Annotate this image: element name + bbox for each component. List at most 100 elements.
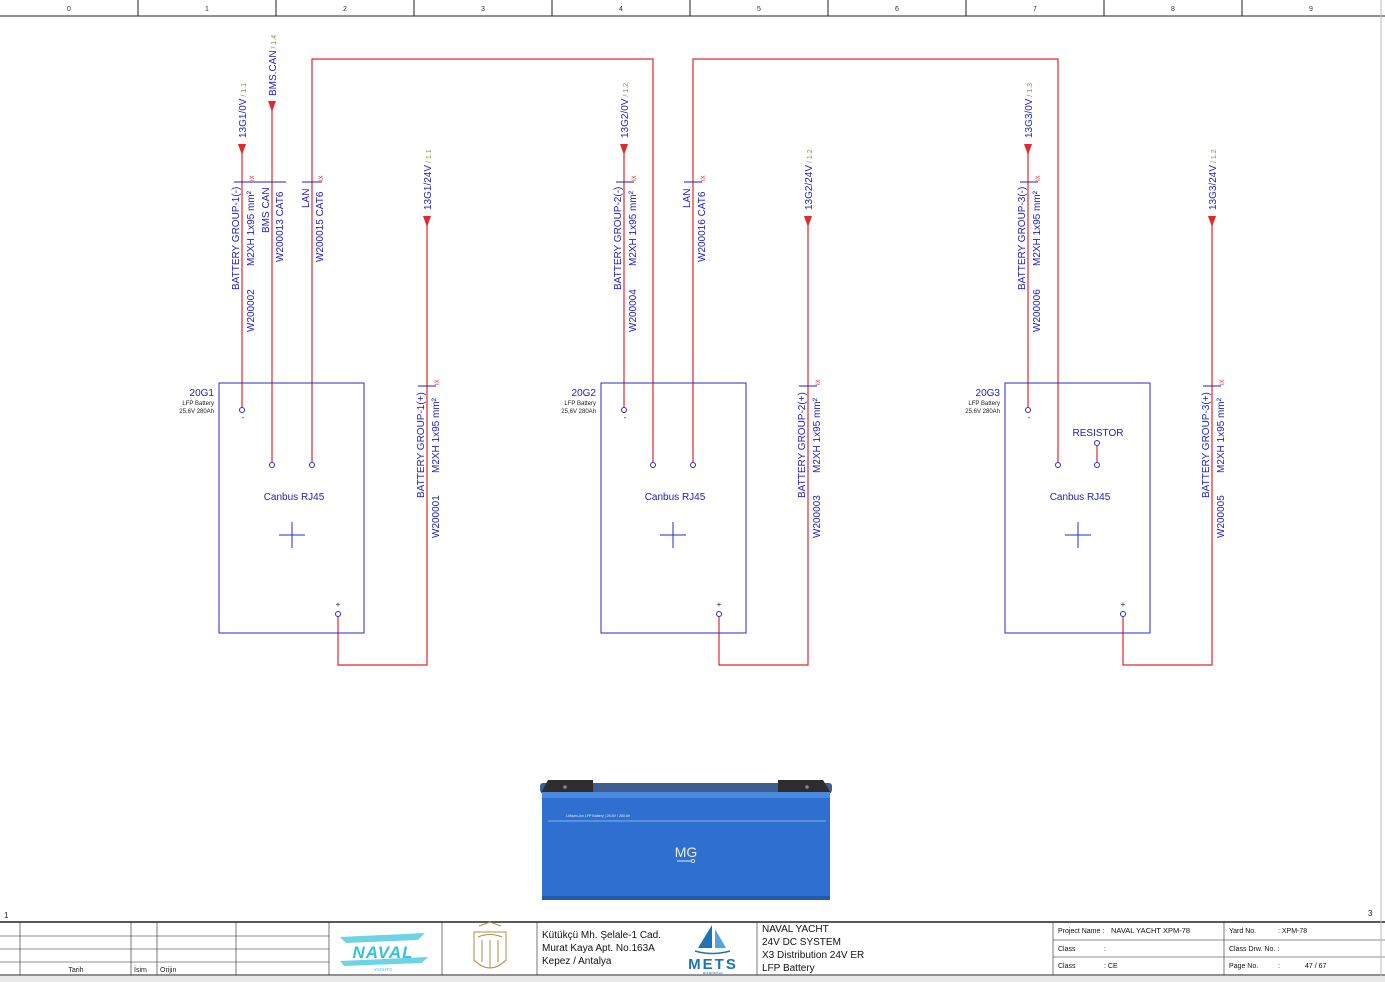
terminal-pos [716, 611, 722, 617]
battery-body [542, 792, 830, 900]
lan-mark: IX [319, 175, 325, 181]
b1-lan-to-b2-wire [311, 58, 654, 462]
pos-cable-mark: IX [816, 379, 822, 385]
lan-mark: IX [701, 175, 707, 181]
pos-ref: 13G2/24V / 1.2 [804, 149, 815, 210]
neg-ref: 13G1/0V / 1.1 [238, 83, 249, 138]
sailboat-icon [698, 925, 712, 948]
plus-mark: + [336, 600, 341, 609]
drawing-title-3: X3 Distribution 24V ER [762, 950, 864, 961]
battery-box [600, 382, 747, 634]
corner-label-right: 3 [1368, 909, 1373, 918]
ruler-col-0: 0 [67, 6, 71, 13]
mets-logo: METS MÜHENDİSLİK [688, 925, 736, 975]
project-name-value: NAVAL YACHT XPM-78 [1111, 926, 1190, 935]
ruler-col-1: 1 [205, 6, 209, 13]
battery-box [1004, 382, 1151, 634]
lan-name: LAN [301, 189, 312, 208]
pos-cable-name: BATTERY GROUP-2(+) [797, 392, 808, 498]
class-value-2: : CE [1104, 963, 1118, 970]
neg-cable-mark: IX [250, 175, 256, 181]
pos-cable-wire: W200005 [1216, 495, 1227, 538]
neg-ref: 13G3/0V / 1.3 [1024, 83, 1035, 138]
class-label-2: Class [1058, 963, 1076, 970]
neg-ref: 13G2/0V / 1.2 [620, 83, 631, 138]
battery-product-photo: Lithium-Ion LFP Battery | 25.6V / 280 Ah… [540, 780, 832, 900]
neg-cable-spec: M2XH 1x95 mm² [1032, 190, 1043, 266]
crest-logo [473, 921, 507, 969]
terminal-can-out [690, 462, 696, 468]
neg-cable-name: BATTERY GROUP-3(-) [1017, 187, 1028, 290]
neg-cable-mark: IX [1036, 175, 1042, 181]
terminal-resistor-bottom [1094, 462, 1100, 468]
ruler-col-5: 5 [757, 6, 761, 13]
pos-cable-wire: W200001 [431, 495, 442, 538]
minus-mark: - [624, 413, 627, 422]
terminal-resistor-top [1094, 440, 1100, 446]
column-ruler: 0 1 2 3 4 5 6 7 8 9 [0, 0, 1385, 17]
lan-spec: W200016 CAT6 [697, 191, 708, 262]
battery-20G2: 20G2 LFP Battery 25,6V 280Ah Canbus RJ45… [561, 382, 747, 634]
cable-ticks [234, 181, 1221, 387]
neg-cable-name: BATTERY GROUP-2(-) [613, 187, 624, 290]
terminal-lan [309, 462, 315, 468]
terminal-can-in [1055, 462, 1061, 468]
arrow-icon [1208, 216, 1216, 227]
drawing-title-2: 24V DC SYSTEM [762, 937, 841, 948]
terminal-neg [621, 407, 627, 413]
battery-20G3: 20G3 LFP Battery 25,6V 280Ah RESISTOR Ca… [965, 382, 1151, 634]
neg-cable-mark: IX [632, 175, 638, 181]
neg-cable-spec: M2XH 1x95 mm² [628, 190, 639, 266]
neg-cable-wire: W200002 [246, 289, 257, 332]
pos-ref: 13G1/24V / 1.1 [423, 149, 434, 210]
address-line-1: Kütükçü Mh. Şelale-1 Cad. [542, 930, 661, 941]
ruler-col-9: 9 [1309, 6, 1313, 13]
port-label: Canbus RJ45 [645, 492, 706, 503]
b3-pos-wire [1122, 224, 1213, 666]
page-no-label: Page No. [1229, 963, 1258, 970]
wiring [241, 58, 1213, 666]
rev-header-origin: Orijin [160, 967, 176, 974]
pos-cable-mark: IX [1220, 379, 1226, 385]
arrow-icon [423, 216, 431, 227]
ruler-col-8: 8 [1171, 6, 1175, 13]
pos-cable-name: BATTERY GROUP-1(+) [416, 392, 427, 498]
terminal-neg [239, 407, 245, 413]
address-line-3: Kepez / Antalya [542, 956, 612, 967]
drawing-title-1: NAVAL YACHT [762, 924, 829, 935]
pos-cable-spec: M2XH 1x95 mm² [431, 397, 442, 473]
bmscan-name: BMS CAN [261, 187, 272, 233]
neg-cable-wire: W200004 [628, 289, 639, 332]
ruler-col-6: 6 [895, 6, 899, 13]
cable-labels: 13G1/0V / 1.1 BMS.CAN / 1.4 13G1/24V / 1… [231, 35, 1227, 538]
handle-left [541, 780, 593, 793]
minus-mark: - [1028, 413, 1031, 422]
arrow-icon [804, 216, 812, 227]
port-label: Canbus RJ45 [264, 492, 325, 503]
svg-text:NAVAL: NAVAL [352, 943, 413, 962]
ruler-col-7: 7 [1033, 6, 1037, 13]
class-label-1: Class [1058, 946, 1076, 953]
corner-label-left: 1 [4, 911, 9, 920]
battery-20G1: 20G1 LFP Battery 25,6V 280Ah Canbus RJ45… [179, 382, 365, 634]
arrow-icon [620, 144, 628, 155]
pos-cable-wire: W200003 [812, 495, 823, 538]
terminal-bmscan [269, 462, 275, 468]
handle-right [778, 780, 831, 793]
terminal-pos [335, 611, 341, 617]
pos-cable-name: BATTERY GROUP-3(+) [1201, 392, 1212, 498]
bmscan-spec: W200013 CAT6 [275, 191, 286, 262]
svg-text:YACHTS: YACHTS [374, 967, 392, 972]
arrow-heads [238, 101, 1216, 227]
pos-cable-mark: IX [435, 379, 441, 385]
neg-cable-name: BATTERY GROUP-1(-) [231, 187, 242, 290]
plus-mark: + [1121, 600, 1126, 609]
pos-cable-spec: M2XH 1x95 mm² [1216, 397, 1227, 473]
battery-desc-2: 25,6V 280Ah [561, 409, 596, 415]
lan-spec: W200015 CAT6 [315, 191, 326, 262]
battery-brand: MG [675, 844, 698, 860]
address-line-2: Murat Kaya Apt. No.163A [542, 943, 655, 954]
b2-lan-to-b3-wire [692, 58, 1059, 462]
class-value-1: : [1104, 946, 1106, 953]
